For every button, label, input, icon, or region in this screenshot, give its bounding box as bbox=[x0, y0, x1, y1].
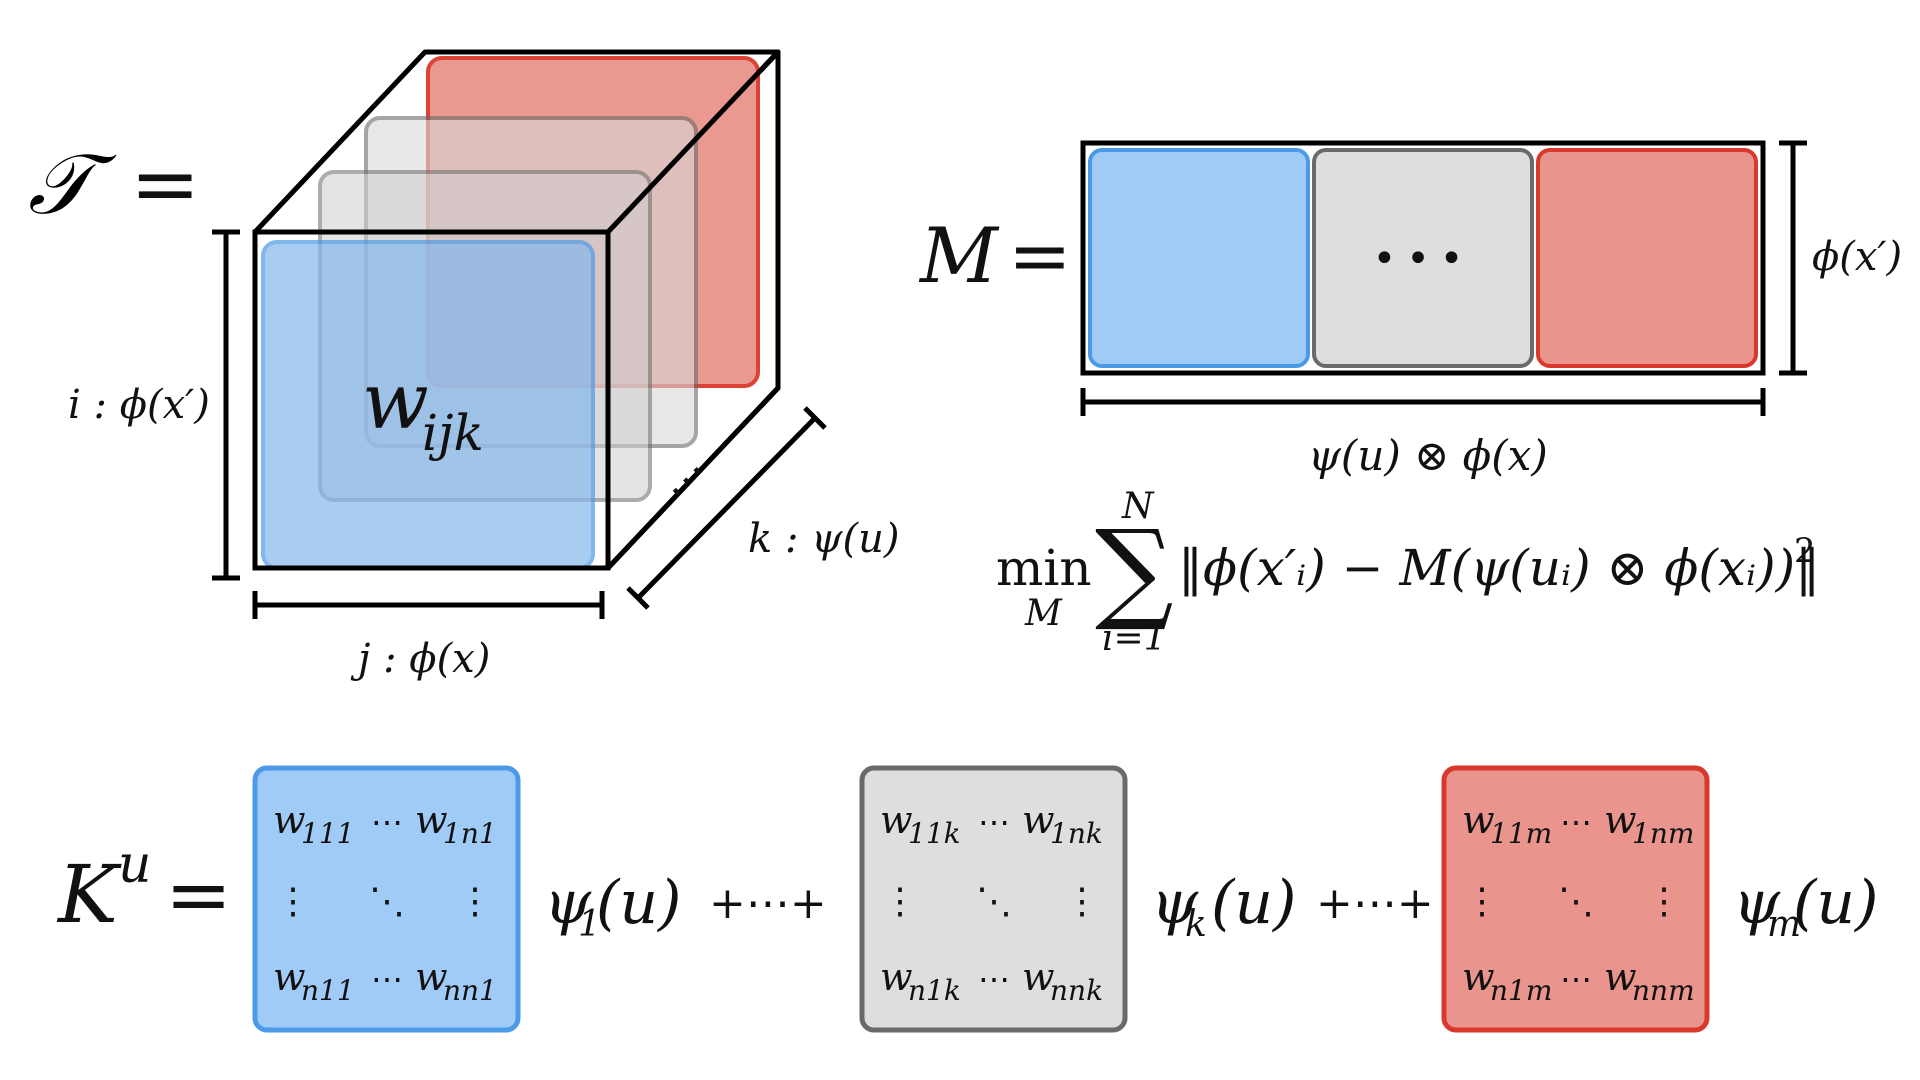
kernel-matrix-blue bbox=[252, 765, 521, 1033]
kernel-coef-sub: 1 bbox=[578, 904, 601, 945]
kernel-equals: = bbox=[165, 848, 232, 941]
matrix-hdots-top: ⋯ bbox=[978, 803, 1010, 841]
matrix-hdots-bottom: ⋯ bbox=[371, 960, 403, 998]
kernel-coef-psi: ψ bbox=[1151, 868, 1199, 938]
matrix-entry-top-left-sub: 111 bbox=[301, 817, 354, 850]
kernel-coef-arg: (u) bbox=[1793, 868, 1878, 938]
matrix-entry-top-right: w bbox=[1604, 798, 1637, 842]
matrix-vdots-right: ⋮ bbox=[1064, 881, 1100, 922]
matrix-m-equals: = bbox=[1008, 211, 1072, 300]
tensor-symbol: 𝒯 bbox=[28, 135, 117, 233]
matrix-entry-bot-right-sub: nnk bbox=[1050, 974, 1103, 1007]
tensor-dim-k: k : ψ(u) bbox=[748, 516, 899, 562]
tensor-group: 𝒯 = w ijk ⋯ i : ϕ(x′) j : ϕ(x) k : ψ(u) bbox=[28, 49, 899, 682]
matrix-m-outline bbox=[1080, 140, 1766, 376]
objective-body: ‖ϕ(x′ᵢ) − M(ψ(uᵢ) ⊗ ϕ(xᵢ))‖ bbox=[1178, 539, 1820, 597]
matrix-entry-bot-left-sub: n11 bbox=[301, 974, 355, 1007]
kernel-sup: u bbox=[118, 835, 152, 895]
matrix-hdots-top: ⋯ bbox=[1560, 803, 1592, 841]
objective-group: min M ∑ N i=1 ‖ϕ(x′ᵢ) − M(ψ(uᵢ) ⊗ ϕ(xᵢ))… bbox=[996, 486, 1820, 659]
kernel-group: K u = w111⋯w1n1⋮⋱⋮wn11⋯wnn1ψ1(u)+⋯+w11k⋯… bbox=[56, 765, 1878, 1033]
kernel-matrix-red bbox=[1441, 765, 1710, 1033]
matrix-entry-bot-right: w bbox=[1604, 955, 1637, 999]
matrix-entry-bot-left-sub: n1m bbox=[1490, 974, 1552, 1007]
matrix-entry-bot-right: w bbox=[415, 955, 448, 999]
kernel-coef-psi: ψ bbox=[544, 868, 592, 938]
matrix-entry-top-left: w bbox=[1462, 798, 1495, 842]
matrix-vdots-left: ⋮ bbox=[1464, 881, 1500, 922]
matrix-ddots: ⋱ bbox=[1558, 881, 1594, 922]
tensor-element: w bbox=[362, 357, 429, 447]
kernel-coef-arg: (u) bbox=[596, 868, 681, 938]
tensor-dim-i: i : ϕ(x′) bbox=[68, 382, 210, 428]
matrix-m-block-gray bbox=[1312, 148, 1534, 368]
matrix-entry-bot-right-sub: nnm bbox=[1632, 974, 1695, 1007]
objective-sum-top: N bbox=[1121, 486, 1155, 527]
matrix-m-brackets bbox=[1080, 140, 1807, 416]
matrix-ddots: ⋱ bbox=[976, 881, 1012, 922]
objective-power: 2 bbox=[1794, 531, 1816, 571]
kernel-plus-dots: +⋯+ bbox=[709, 878, 827, 929]
matrix-entry-top-right: w bbox=[415, 798, 448, 842]
kernel-symbol: K bbox=[56, 848, 122, 941]
matrix-entry-top-right-sub: 1nk bbox=[1050, 817, 1103, 850]
matrix-m-group: M = ••• ϕ(x′) ψ(u) ⊗ ϕ(x) bbox=[918, 140, 1902, 480]
matrix-m-height-label: ϕ(x′) bbox=[1812, 234, 1902, 280]
tensor-element-sub: ijk bbox=[422, 404, 484, 462]
matrix-hdots-bottom: ⋯ bbox=[978, 960, 1010, 998]
matrix-ddots: ⋱ bbox=[369, 881, 405, 922]
matrix-entry-bot-left: w bbox=[1462, 955, 1495, 999]
matrix-entry-top-right-sub: 1n1 bbox=[443, 817, 497, 850]
objective-min-sub: M bbox=[1024, 593, 1063, 634]
kernel-coef-sub: m bbox=[1767, 904, 1801, 945]
matrix-m-width-label: ψ(u) ⊗ ϕ(x) bbox=[1308, 431, 1548, 480]
objective-sum-bottom: i=1 bbox=[1102, 618, 1167, 659]
kernel-matrix-gray bbox=[859, 765, 1128, 1033]
matrix-entry-bot-right: w bbox=[1022, 955, 1055, 999]
matrix-hdots-bottom: ⋯ bbox=[1560, 960, 1592, 998]
tensor-dim-brackets bbox=[212, 229, 827, 619]
matrix-entry-top-right-sub: 1nm bbox=[1632, 817, 1694, 850]
matrix-hdots-top: ⋯ bbox=[371, 803, 403, 841]
matrix-m-symbol: M bbox=[918, 211, 1000, 300]
kernel-coef-psi: ψ bbox=[1733, 868, 1781, 938]
kernel-coef-arg: (u) bbox=[1211, 868, 1296, 938]
matrix-entry-top-left-sub: 11m bbox=[1490, 817, 1552, 850]
matrix-vdots-right: ⋮ bbox=[457, 881, 493, 922]
matrix-entry-bot-right-sub: nn1 bbox=[443, 974, 497, 1007]
tensor-equals: = bbox=[130, 135, 200, 233]
matrix-m-block-red bbox=[1536, 148, 1758, 368]
matrix-vdots-left: ⋮ bbox=[275, 881, 311, 922]
matrix-vdots-left: ⋮ bbox=[882, 881, 918, 922]
objective-sum: ∑ bbox=[1095, 506, 1174, 634]
matrix-entry-top-left: w bbox=[880, 798, 913, 842]
kernel-plus-dots: +⋯+ bbox=[1316, 878, 1434, 929]
matrix-entry-top-right: w bbox=[1022, 798, 1055, 842]
matrix-entry-top-left: w bbox=[273, 798, 306, 842]
tensor-dim-j: j : ϕ(x) bbox=[350, 636, 490, 682]
matrix-m-block-blue bbox=[1088, 148, 1310, 368]
matrix-vdots-right: ⋮ bbox=[1646, 881, 1682, 922]
matrix-entry-bot-left-sub: n1k bbox=[908, 974, 961, 1007]
objective-min: min bbox=[996, 539, 1092, 597]
matrix-entry-top-left-sub: 11k bbox=[908, 817, 961, 850]
tensor-front-face bbox=[252, 229, 611, 571]
matrix-entry-bot-left: w bbox=[880, 955, 913, 999]
kernel-coef-sub: k bbox=[1185, 904, 1207, 945]
matrix-m-dots: ••• bbox=[1373, 236, 1474, 282]
matrix-entry-bot-left: w bbox=[273, 955, 306, 999]
